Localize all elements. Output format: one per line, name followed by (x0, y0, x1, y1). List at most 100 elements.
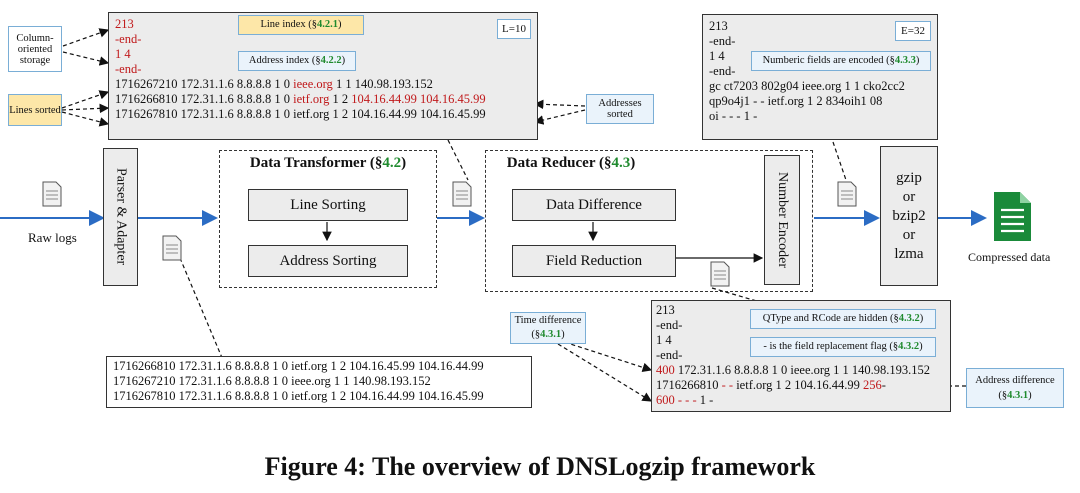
encoded-box: 213 -end- 1 4 -end- gc ct7203 802g04 iee… (702, 14, 938, 140)
row-red-text: - - - (674, 393, 697, 407)
compressor-label: or (902, 226, 916, 243)
sorted-log-box: 213 -end- 1 4 -end- 1716267210 172.31.1.… (108, 12, 538, 140)
reduced-row: 1716266810 - - ietf.org 1 2 104.16.44.99… (656, 378, 946, 393)
raw-line: 1716267810 172.31.1.6 8.8.8.8 1 0 ietf.o… (113, 389, 484, 403)
encoded-line: gc ct7203 802g04 ieee.org 1 1 cko2cc2 (709, 79, 905, 93)
figure-caption: Figure 4: The overview of DNSLogzip fram… (264, 452, 816, 481)
number-encoder-label: Number Encoder (775, 171, 790, 269)
row-red-text: ieee.org (293, 77, 333, 91)
note-text: ) (338, 19, 342, 30)
address-sorting-step: Address Sorting (248, 245, 408, 277)
lines-sorted-note: Lines sorted (8, 94, 62, 126)
row-red-text: ietf.org (293, 92, 330, 106)
row-red-text: - - (721, 378, 734, 392)
step-label: Line Sorting (290, 196, 366, 213)
compressor-block: gzip or bzip2 or lzma (880, 146, 938, 286)
raw-logs-label: Raw logs (28, 230, 77, 245)
addresses-sorted-text: Addresses sorted (598, 98, 642, 120)
title-text: ) (401, 155, 407, 171)
qtype-note: QType and RCode are hidden (§4.3.2) (750, 309, 936, 329)
section-ref: 4.2.1 (317, 19, 339, 30)
header-line: -end- (656, 348, 683, 362)
column-storage-text: Column-oriented storage (16, 32, 54, 66)
note-text: Time difference (514, 315, 582, 326)
header-line: -end- (115, 62, 142, 76)
row-text: 1 2 (329, 92, 352, 106)
encoded-line: -end- (709, 64, 736, 78)
reduced-row: 400 172.31.1.6 8.8.8.8 1 0 ieee.org 1 1 … (656, 363, 946, 378)
reduced-log-box: 213 -end- 1 4 -end- 400 172.31.1.6 8.8.8… (651, 300, 951, 412)
note-text: Numberic fields are encoded (§ (762, 55, 895, 66)
data-transformer-group: Data Transformer (§4.2) Line Sorting Add… (219, 150, 437, 288)
row-text: 1716266810 (656, 378, 722, 392)
encoded-line: -end- (709, 34, 736, 48)
header-line: -end- (656, 318, 683, 332)
row-text: 1 1 140.98.193.152 (332, 77, 433, 91)
compressed-data-label: Compressed data (968, 250, 1051, 264)
row-text: - (881, 378, 886, 392)
row-red-text: 256 (863, 378, 882, 392)
log-row: 1716266810 172.31.1.6 8.8.8.8 1 0 ietf.o… (115, 92, 531, 107)
encoded-line: qp9o4j1 - - ietf.org 1 2 834oih1 08 (709, 94, 883, 108)
step-label: Address Sorting (279, 252, 377, 269)
section-ref: 4.3 (611, 155, 631, 171)
row-text: 172.31.1.6 8.8.8.8 1 0 ieee.org 1 1 140.… (674, 363, 931, 377)
note-text: Address difference (975, 375, 1055, 386)
lines-sorted-text: Lines sorted (9, 104, 61, 116)
encoded-note: Numberic fields are encoded (§4.3.3) (751, 51, 931, 71)
compressor-label: or (902, 188, 916, 205)
log-row: 1716267810 172.31.1.6 8.8.8.8 1 0 ietf.o… (115, 107, 486, 121)
field-reduction-step: Field Reduction (512, 245, 676, 277)
section-ref: 4.3.1 (540, 329, 562, 340)
address-difference-note: Address difference (§4.3.1) (966, 368, 1064, 408)
note-text: Line index (§ (260, 19, 318, 30)
compressed-file-icon (994, 192, 1031, 241)
title-text: ) (630, 155, 636, 171)
l-label: L=10 (497, 19, 531, 39)
e-label: E=32 (895, 21, 931, 41)
encoded-line: 1 4 (709, 49, 725, 63)
row-text: ietf.org 1 2 104.16.44.99 (733, 378, 864, 392)
data-difference-step: Data Difference (512, 189, 676, 221)
reduced-row: 600 - - - 1 - (656, 393, 946, 408)
step-label: Data Difference (546, 196, 642, 213)
header-line: 213 (115, 17, 134, 31)
note-text: ) (915, 55, 920, 66)
parser-adapter-block: Parser & Adapter (103, 148, 138, 286)
transformer-title: Data Transformer (§4.2) (220, 155, 436, 172)
row-red-text: 600 (656, 393, 675, 407)
title-text: Data Reducer (§ (506, 155, 612, 171)
header-line: 1 4 (115, 47, 131, 61)
l-label-text: L=10 (502, 22, 526, 35)
parser-label: Parser & Adapter (113, 168, 129, 266)
section-ref: 4.3.1 (1007, 390, 1029, 401)
reducer-title: Data Reducer (§4.3) (486, 155, 656, 172)
time-difference-note: Time difference (§4.3.1) (510, 312, 586, 344)
title-text: Data Transformer (§ (249, 155, 383, 171)
raw-line: 1716267210 172.31.1.6 8.8.8.8 1 0 ieee.o… (113, 374, 431, 388)
note-text: Address index (§ (248, 55, 321, 66)
section-ref: 4.3.2 (898, 341, 920, 352)
number-encoder-block: Number Encoder (764, 155, 800, 285)
line-index-note: Line index (§4.2.1) (238, 15, 364, 35)
address-index-note: Address index (§4.2.2) (238, 51, 356, 71)
row-red-text: 400 (656, 363, 675, 377)
note-text: ) (919, 313, 924, 324)
encoded-line: 213 (709, 19, 728, 33)
e-label-text: E=32 (901, 24, 925, 37)
compressor-label: bzip2 (892, 207, 926, 224)
row-text: 1716267210 172.31.1.6 8.8.8.8 1 0 (115, 77, 294, 91)
log-row: 1716267210 172.31.1.6 8.8.8.8 1 0 ieee.o… (115, 77, 531, 92)
row-red-text: 104.16.44.99 104.16.45.99 (351, 92, 486, 106)
note-text: QType and RCode are hidden (§ (762, 313, 899, 324)
encoded-line: oi - - - 1 - (709, 109, 758, 123)
row-text: 1716266810 172.31.1.6 8.8.8.8 1 0 (115, 92, 294, 106)
raw-line: 1716266810 172.31.1.6 8.8.8.8 1 0 ietf.o… (113, 359, 484, 373)
section-ref: 4.3.3 (894, 55, 916, 66)
compressor-label: gzip (896, 169, 922, 186)
note-text: ) (341, 55, 346, 66)
data-reducer-group: Data Reducer (§4.3) Data Difference Fiel… (485, 150, 813, 292)
header-line: 1 4 (656, 333, 672, 347)
header-line: -end- (115, 32, 142, 46)
